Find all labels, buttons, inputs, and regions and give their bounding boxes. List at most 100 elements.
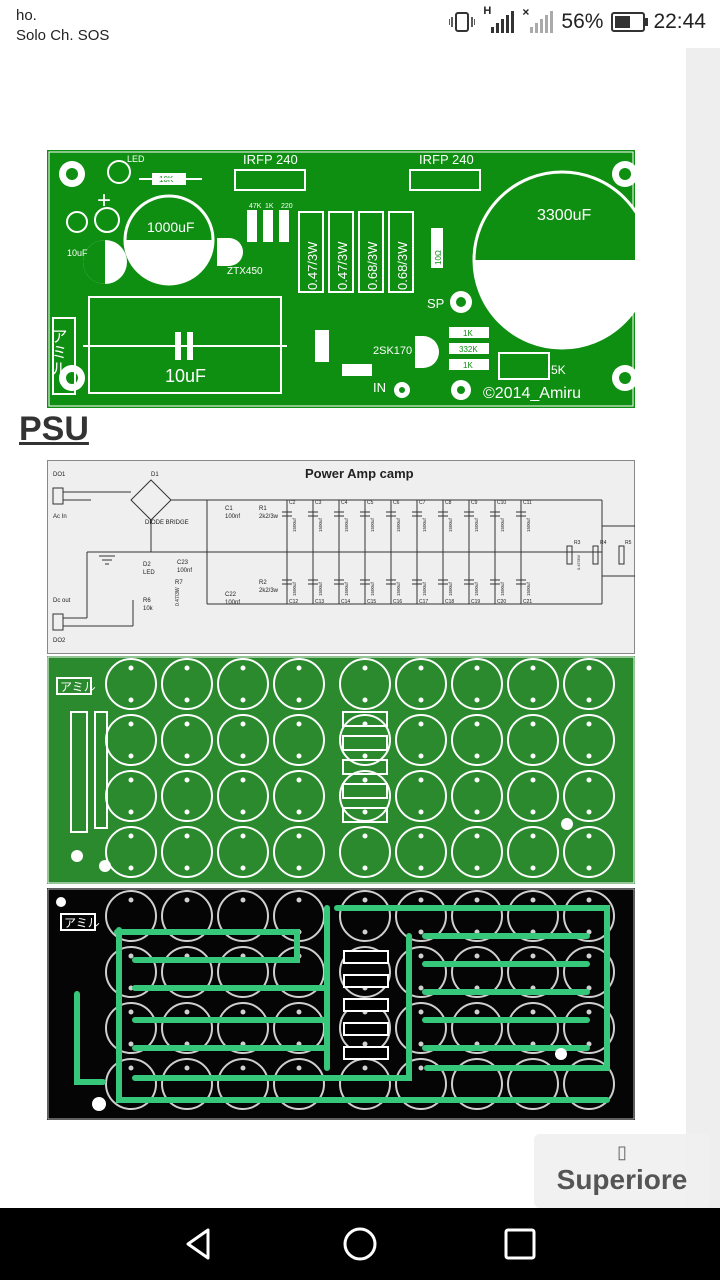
c3300-label: 3300uF [537,207,591,224]
recents-icon[interactable] [502,1226,538,1262]
r332k-label: 332K [459,345,478,354]
svg-text:Dc out: Dc out [53,598,71,604]
navigation-bar [0,1208,720,1280]
capacitor-footprint [339,826,391,878]
svg-text:2k2/3w: 2k2/3w [259,514,279,520]
cap-label-bottom: C13 [315,599,324,605]
capacitor-footprint [451,770,503,822]
svg-text:C23: C23 [177,560,189,566]
svg-text:0.47/3W: 0.47/3W [576,555,581,570]
green-board-logo: アミル [60,680,96,694]
capacitor-footprint [217,826,269,878]
notification-text: ho. Solo Ch. SOS [16,6,109,46]
r1k-a-label: 1K [463,329,473,338]
cap-value-top: 1500uf [526,517,531,532]
cap-label-top: C10 [497,500,506,506]
home-icon[interactable] [342,1226,378,1262]
carrier-label: Solo Ch. SOS [16,27,110,44]
sp-label: SP [427,296,444,311]
capacitor-footprint [217,1002,269,1054]
cap-label-bottom: C19 [471,599,480,605]
scroll-to-top-button[interactable]: ▯ Superiore [534,1134,710,1208]
capacitor-footprint [563,826,615,878]
cap-value-bottom: 1500uf [370,581,375,596]
cap-value-bottom: 1500uf [292,581,297,596]
cap-label-top: C8 [445,500,452,506]
capacitor-footprint [395,714,447,766]
svg-text:Ac In: Ac In [53,514,67,520]
svg-text:C1: C1 [225,506,233,512]
capacitor-footprint [161,658,213,710]
capacitor-footprint [161,714,213,766]
capacitor-footprint [395,826,447,878]
capacitor-footprint [507,1002,559,1054]
capacitor-footprint [105,826,157,878]
cap-label-top: C3 [315,500,322,506]
r47k-label: 47K [249,203,262,210]
capacitor-footprint [507,1058,559,1110]
capacitor-footprint [451,658,503,710]
capacitor-footprint [217,890,269,942]
cap-label-bottom: C12 [289,599,298,605]
cap-label-bottom: C17 [419,599,428,605]
cap-label-top: C4 [341,500,348,506]
cap-value-top: 1500uf [500,517,505,532]
cap-value-top: 1500uf [396,517,401,532]
irfp-left-label: IRFP 240 [243,152,298,167]
psu-pcb-black-image: アミル [47,888,635,1120]
capacitor-footprint [507,658,559,710]
capacitor-footprint [451,890,503,942]
r220-label: 220 [281,203,293,210]
amplifier-pcb-image: LED 10K IRFP 240 IRFP 240 + 1000uF 10uF … [47,150,635,408]
cap-label-bottom: C18 [445,599,454,605]
cap-value-bottom: 1500uf [526,581,531,596]
svg-text:R2: R2 [259,580,267,586]
cap-label-top: C11 [523,500,532,506]
capacitor-footprint [273,658,325,710]
capacitor-footprint [161,890,213,942]
capacitor-footprint [339,890,391,942]
cap-label-bottom: C16 [393,599,402,605]
up-arrow-icon: ▯ [617,1142,627,1162]
scrollbar-track[interactable] [686,48,720,1208]
capacitor-footprint [273,770,325,822]
cap-value-bottom: 1500uf [500,581,505,596]
capacitor-footprint [339,714,391,766]
capacitor-footprint [563,890,615,942]
svg-text:DIODE BRIDGE: DIODE BRIDGE [145,520,189,526]
capacitor-footprint [507,714,559,766]
cap-label-bottom: C14 [341,599,350,605]
cap-label-top: C2 [289,500,296,506]
capacitor-footprint [451,1002,503,1054]
cap-value-top: 1500uf [318,517,323,532]
capacitor-footprint [105,658,157,710]
in-label: IN [373,380,386,395]
cap-label-top: C7 [419,500,426,506]
svg-text:C22: C22 [225,592,237,598]
cap-value-top: 1500uf [448,517,453,532]
copyright-label: ©2014_Amiru [483,385,581,402]
pot-5k-label: 5K [551,363,566,377]
cap-value-bottom: 1500uf [474,581,479,596]
c1000-label: 1000uF [147,219,194,235]
back-icon[interactable] [182,1226,218,1262]
capacitor-footprint [273,826,325,878]
cap-value-top: 1500uf [422,517,427,532]
capacitor-footprint [161,770,213,822]
battery-icon [611,12,649,32]
status-bar: ho. Solo Ch. SOS H × 56% 22:44 [0,0,720,48]
r068a-label: 0.68/3W [365,241,380,290]
svg-text:100nf: 100nf [177,568,192,574]
cap-value-bottom: 1500uf [396,581,401,596]
capacitor-footprint [563,714,615,766]
svg-text:D1: D1 [151,472,159,478]
capacitor-footprint [451,714,503,766]
capacitor-footprint [395,658,447,710]
capacitor-footprint [563,1058,615,1110]
capacitor-footprint [217,770,269,822]
clock: 22:44 [653,10,706,33]
cap-value-top: 1500uf [344,517,349,532]
network-type-label: H [483,5,492,17]
capacitor-footprint [217,1058,269,1110]
cap-label-top: C6 [393,500,400,506]
